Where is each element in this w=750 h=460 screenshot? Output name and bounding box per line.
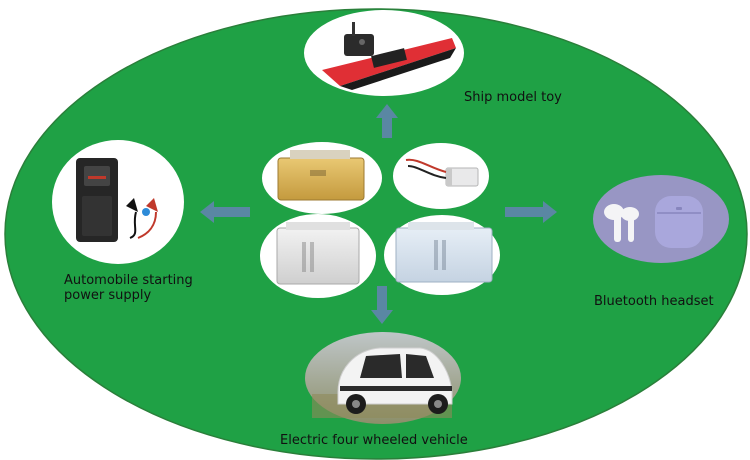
pouch-battery-silver-icon [276,222,360,285]
bluetooth-headset-bubble [593,175,729,263]
automobile-label-line-1: Automobile starting [64,273,193,288]
arrow-down [371,286,393,324]
small-electric-car-icon [337,347,453,414]
battery-bubble-small [393,143,489,209]
ship-model-toy-bubble [304,10,464,96]
electric-vehicle-bubble [305,332,461,424]
battery-bubble-blue [384,215,500,295]
jump-starter-pack-icon [76,158,158,242]
ship-model-toy-label: Ship model toy [464,90,562,105]
bluetooth-headset-label: Bluetooth headset [594,294,714,309]
automobile-label-line-2: power supply [64,288,151,303]
jump-starter-bubble [52,140,184,264]
arrow-up [376,104,398,138]
arrow-right [505,201,557,223]
pouch-battery-gold-icon [277,150,365,201]
small-lipo-battery-with-wires-icon [405,158,479,187]
arrow-left [200,201,250,223]
pouch-battery-blue-icon [395,222,493,283]
battery-bubble-gold [262,142,382,214]
rc-boat-with-controller-icon [322,22,456,90]
wireless-earbuds-icon [604,196,703,248]
battery-bubble-silver [260,214,376,298]
electric-vehicle-label: Electric four wheeled vehicle [280,433,468,448]
green-ellipse-background [4,8,748,460]
